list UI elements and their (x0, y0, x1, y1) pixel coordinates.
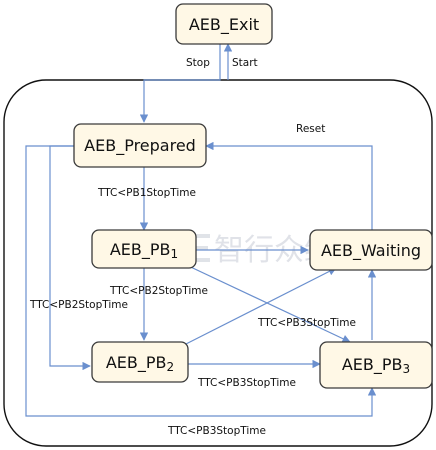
state-pb3-base: AEB_PB (342, 355, 403, 375)
label-pb2-pb3: TTC<PB3StopTime (197, 377, 296, 389)
transition-labels: Stop Start Reset TTC<PB1StopTime TTC<PB2… (29, 57, 356, 437)
state-waiting[interactable]: AEB_Waiting (309, 229, 433, 271)
edge-prepared-pb2 (49, 145, 91, 371)
state-pb1-base: AEB_PB (110, 240, 171, 260)
state-waiting-label: AEB_Waiting (321, 241, 421, 261)
label-stop: Stop (186, 57, 210, 69)
state-pb3-sub: 3 (403, 362, 411, 376)
edge-pb2-waiting (181, 267, 337, 347)
state-pb1-label: AEB_PB1 (110, 240, 178, 261)
edge-pb1-pb3 (179, 261, 351, 343)
state-pb1[interactable]: AEB_PB1 (91, 229, 197, 269)
label-pb1-pb3: TTC<PB3StopTime (257, 317, 356, 329)
state-pb1-sub: 1 (171, 247, 179, 261)
label-reset: Reset (296, 123, 325, 135)
state-pb3[interactable]: AEB_PB3 (319, 341, 433, 389)
state-prepared-label: AEB_Prepared (84, 136, 196, 156)
label-pb1-pb2: TTC<PB2StopTime (109, 285, 208, 297)
label-start: Start (232, 57, 258, 69)
state-exit[interactable]: AEB_Exit (175, 3, 273, 45)
state-pb3-label: AEB_PB3 (342, 355, 410, 376)
state-pb2-sub: 2 (167, 360, 175, 374)
transitions (25, 43, 377, 417)
edge-reset (205, 141, 373, 230)
state-pb2-base: AEB_PB (106, 353, 167, 373)
state-pb2-label: AEB_PB2 (106, 353, 174, 374)
state-exit-label: AEB_Exit (189, 15, 259, 35)
state-prepared[interactable]: AEB_Prepared (73, 123, 207, 168)
edge-prepared-pb3 (25, 145, 377, 417)
label-prepared-pb1: TTC<PB1StopTime (97, 187, 196, 199)
edge-stop (139, 44, 221, 123)
label-prepared-pb3: TTC<PB3StopTime (167, 425, 266, 437)
label-prepared-pb2: TTC<PB2StopTime (29, 299, 128, 311)
state-pb2[interactable]: AEB_PB2 (91, 341, 189, 383)
